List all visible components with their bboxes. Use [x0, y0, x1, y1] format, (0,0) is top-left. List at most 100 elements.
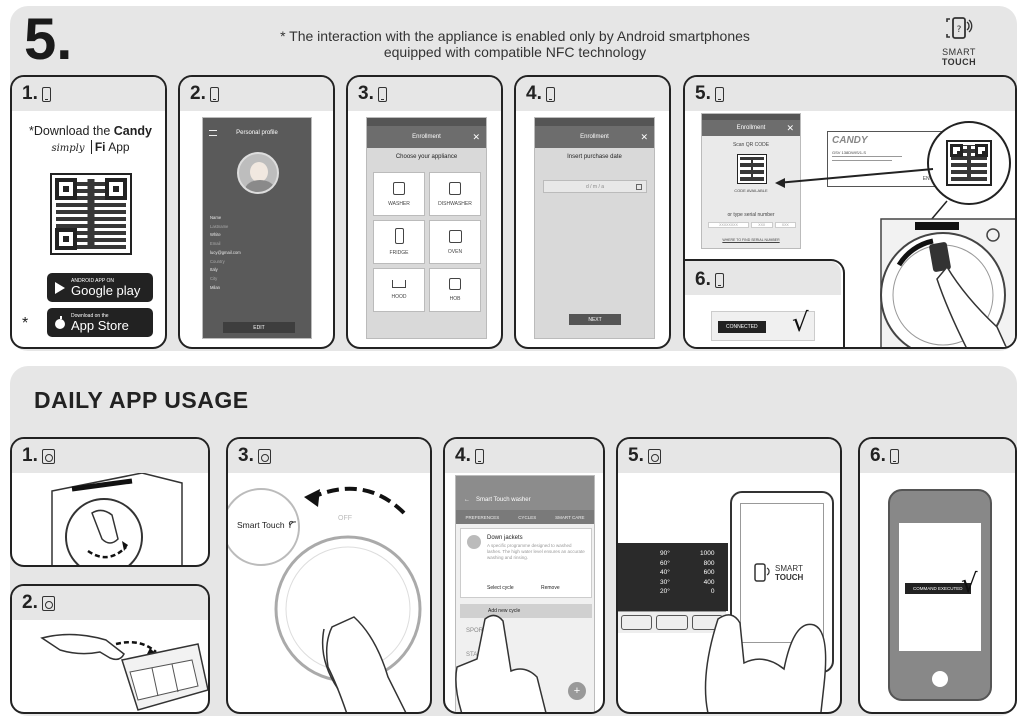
- phone-icon: [474, 448, 484, 464]
- washer-buttons-row: [618, 611, 726, 633]
- calendar-icon[interactable]: [636, 183, 642, 190]
- checkmark-icon: √: [792, 308, 809, 338]
- edit-profile-button[interactable]: EDIT: [223, 322, 295, 333]
- washer-app-tabs: PREFERENCES CYCLES SMART CARE: [456, 510, 594, 524]
- close-icon[interactable]: ✕: [472, 131, 480, 142]
- smart-touch-text2: TOUCH: [941, 57, 977, 67]
- app-download-qr-code[interactable]: [50, 173, 132, 255]
- app-store-button[interactable]: Download on the App Store: [47, 308, 153, 337]
- command-executed-status: COMMAND EXECUTED: [905, 583, 971, 594]
- daily-step-5-panel: 5. 90° 60° 40° 30° 20° 1000 800 600 400 …: [616, 437, 842, 714]
- download-instruction: *Download the Candy: [29, 124, 152, 138]
- scan-qr-code[interactable]: [737, 154, 767, 184]
- setup-step-1-label: 1.: [22, 83, 51, 105]
- connected-screen: CONNECTED √: [711, 308, 815, 341]
- washer-door-illustration: [51, 473, 183, 565]
- serial-input-1[interactable]: XXXXXXXX: [708, 222, 749, 228]
- add-fab-button[interactable]: +: [568, 682, 586, 700]
- phone-icon: [377, 86, 387, 102]
- smart-touch-text1: SMART: [942, 47, 976, 57]
- smart-touch-label: Smart Touch: [237, 520, 285, 530]
- profile-title: Personal profile: [236, 130, 278, 136]
- setup-step-4-panel: 4. Enrollment ✕ Insert purchase date d /…: [514, 75, 671, 349]
- plate-model: GSV 138DWIS/1-S: [832, 150, 867, 155]
- phone-icon: [714, 272, 724, 288]
- add-cycle-button[interactable]: Add new cycle: [460, 604, 592, 618]
- nfc-notice: * The interaction with the appliance is …: [230, 28, 800, 60]
- appliance-tile-hob[interactable]: HOB: [429, 268, 481, 312]
- remove-cycle-button[interactable]: Remove: [541, 585, 560, 591]
- washer-icon: [41, 595, 55, 611]
- appliance-tile-dishwasher[interactable]: DISHWASHER: [429, 172, 481, 216]
- setup-step-1-panel: 1. *Download the Candy simply Fi App AND…: [10, 75, 167, 349]
- ios-asterisk: *: [22, 315, 29, 332]
- close-icon[interactable]: ✕: [640, 131, 648, 142]
- where-to-find-serial-link[interactable]: WHERE TO FIND SERIAL NUMBER: [722, 238, 780, 242]
- next-button[interactable]: NEXT: [569, 314, 621, 325]
- program-knob-illustration: [228, 486, 422, 712]
- scan-qr-label: Scan QR CODE: [732, 142, 770, 148]
- phone-icon: [545, 86, 555, 102]
- washer-icon: [257, 448, 271, 464]
- back-arrow-icon[interactable]: ←: [464, 497, 470, 503]
- serial-input-3[interactable]: XXX: [774, 222, 796, 228]
- enrollment-header: Enrollment ✕: [535, 126, 654, 148]
- nfc-notice-line2: equipped with compatible NFC technology: [383, 44, 647, 60]
- serial-input-2[interactable]: XXX: [751, 222, 773, 228]
- daily-step-6-panel: 6. COMMAND EXECUTED √: [858, 437, 1017, 714]
- setup-step-6-panel: 6. CONNECTED √: [685, 259, 845, 347]
- washer-button-2[interactable]: [656, 615, 688, 630]
- phone-icon: [889, 448, 899, 464]
- daily-step-4-panel: 4. ← Smart Touch washer PREFERENCES CYCL…: [443, 437, 605, 714]
- google-play-button[interactable]: ANDROID APP ON Google play: [47, 273, 153, 302]
- cycle-list-stains[interactable]: STAINS: [466, 652, 488, 658]
- washer-app-header: ← Smart Touch washer: [456, 490, 594, 510]
- checkmark-icon: √: [961, 569, 978, 599]
- tab-smart-care[interactable]: SMART CARE: [555, 514, 585, 520]
- or-type-serial-label: or type serial number: [727, 212, 775, 218]
- washer-button-1[interactable]: [621, 615, 653, 630]
- close-icon[interactable]: ✕: [786, 122, 794, 133]
- washer-icon: [41, 448, 55, 464]
- code-available-label: CODE AVAILABLE: [734, 188, 768, 193]
- plate-qr-code: [946, 140, 992, 186]
- washer-icon: [647, 448, 661, 464]
- avatar: [237, 152, 279, 194]
- tab-cycles[interactable]: CYCLES: [518, 514, 537, 520]
- appliance-tile-oven[interactable]: OVEN: [429, 220, 481, 264]
- phone-icon: [41, 86, 51, 102]
- home-button[interactable]: [932, 671, 948, 687]
- appliance-tile-fridge[interactable]: FRIDGE: [373, 220, 425, 264]
- daily-step-2-panel: 2.: [10, 584, 210, 714]
- setup-step-3-panel: 3. Enrollment ✕ Choose your appliance WA…: [346, 75, 503, 349]
- choose-appliance-title: Choose your appliance: [395, 154, 458, 160]
- washer-control-panel: 90° 60° 40° 30° 20° 1000 800 600 400 0: [618, 543, 728, 611]
- menu-icon[interactable]: [209, 130, 217, 136]
- svg-text:?: ?: [957, 25, 962, 35]
- off-label: OFF: [338, 515, 352, 522]
- setup-step-3-label: 3.: [358, 83, 387, 105]
- phone-illustration: COMMAND EXECUTED √: [888, 489, 992, 701]
- cycle-description: A specific programme designed to washed …: [487, 543, 585, 560]
- cycle-list-sport[interactable]: SPORT: [466, 628, 487, 634]
- cycle-card: Down jackets A specific programme design…: [460, 528, 592, 598]
- select-cycle-button[interactable]: Select cycle: [487, 585, 514, 591]
- appliance-tile-hood[interactable]: HOOD: [373, 268, 425, 312]
- tab-preferences[interactable]: PREFERENCES: [465, 514, 500, 520]
- setup-step-5-panel: 5. Enrollment ✕ Scan QR CODE CODE AVAILA…: [683, 75, 1017, 349]
- enrollment-appliance-screen: Enrollment ✕ Choose your appliance WASHE…: [366, 117, 487, 339]
- smart-touch-icon: ?: [946, 17, 973, 39]
- daily-step-1-panel: 1.: [10, 437, 210, 567]
- profile-screen: Personal profile Name Lastname White Ema…: [202, 117, 312, 339]
- detergent-drawer-illustration: [40, 633, 208, 711]
- spin-speed-list: 1000 800 600 400 0: [700, 550, 715, 596]
- purchase-date-input[interactable]: d / m / a: [543, 180, 647, 193]
- enrollment-header: Enrollment ✕: [702, 120, 800, 136]
- daily-step-3-label: 3.: [238, 445, 271, 467]
- finger-tap-illustration: [455, 614, 547, 712]
- profile-fields: Name Lastname White Email lucy@gmail.com…: [210, 215, 241, 290]
- phone-screen: SMART TOUCH: [740, 503, 824, 643]
- zoom-circle: [927, 121, 1011, 205]
- appliance-tile-washer[interactable]: WASHER: [373, 172, 425, 216]
- phone-icon: [209, 86, 219, 102]
